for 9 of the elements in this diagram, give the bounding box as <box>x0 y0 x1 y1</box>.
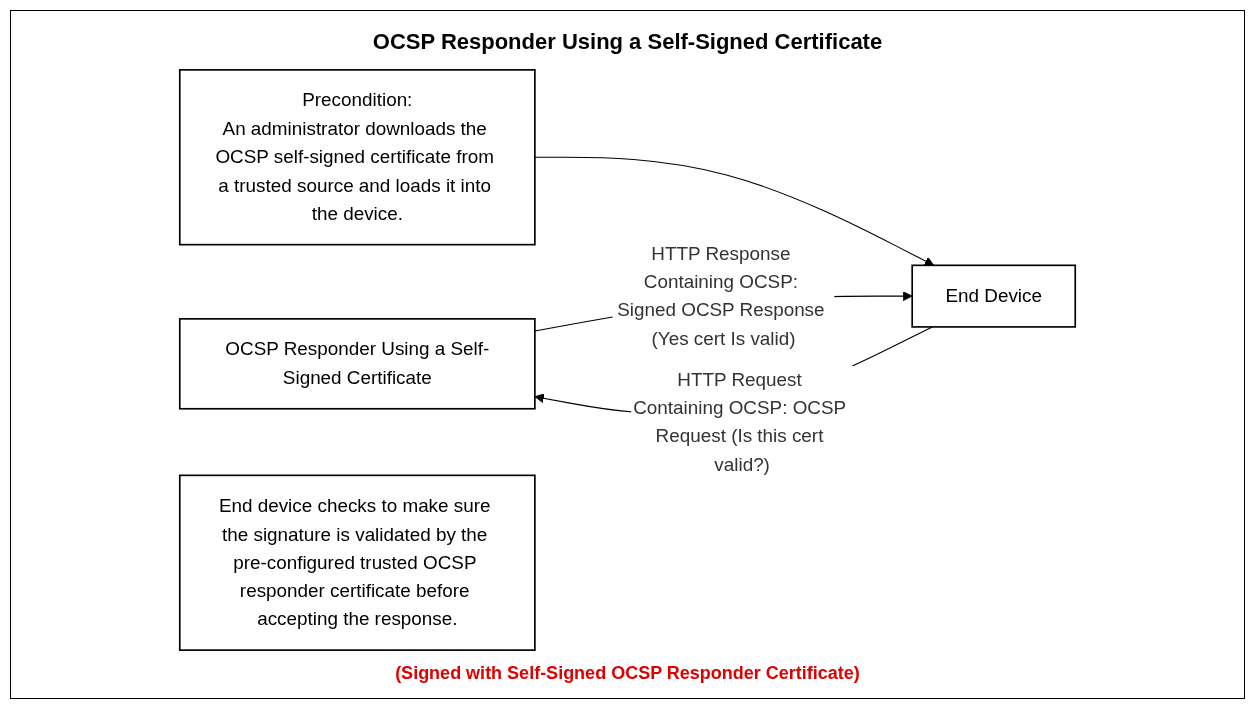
node-box: OCSP Responder Using a Self-Signed Certificate <box>178 318 536 410</box>
edge-label: HTTP Request Containing OCSP: OCSP Request (Is this cert valid?) <box>633 368 846 475</box>
node-box: Precondition: An administrator downloads the OCSP self-signed certificate from a trusted source and loads it into the device. <box>178 69 536 246</box>
arrow <box>534 156 935 266</box>
node-box: End device checks to make sure the signature is validated by the pre-configured trusted OCSP responder certificate before accepting the response. <box>178 474 536 651</box>
node-box: End Device <box>911 264 1077 328</box>
diagram-title: OCSP Responder Using a Self-Signed Certificate <box>372 29 883 55</box>
note-text: (Signed with Self-Signed OCSP Responder Certificate) <box>395 663 860 684</box>
edge-label: HTTP Response Containing OCSP: Signed OCSP Response (Yes cert Is valid) <box>617 242 825 349</box>
